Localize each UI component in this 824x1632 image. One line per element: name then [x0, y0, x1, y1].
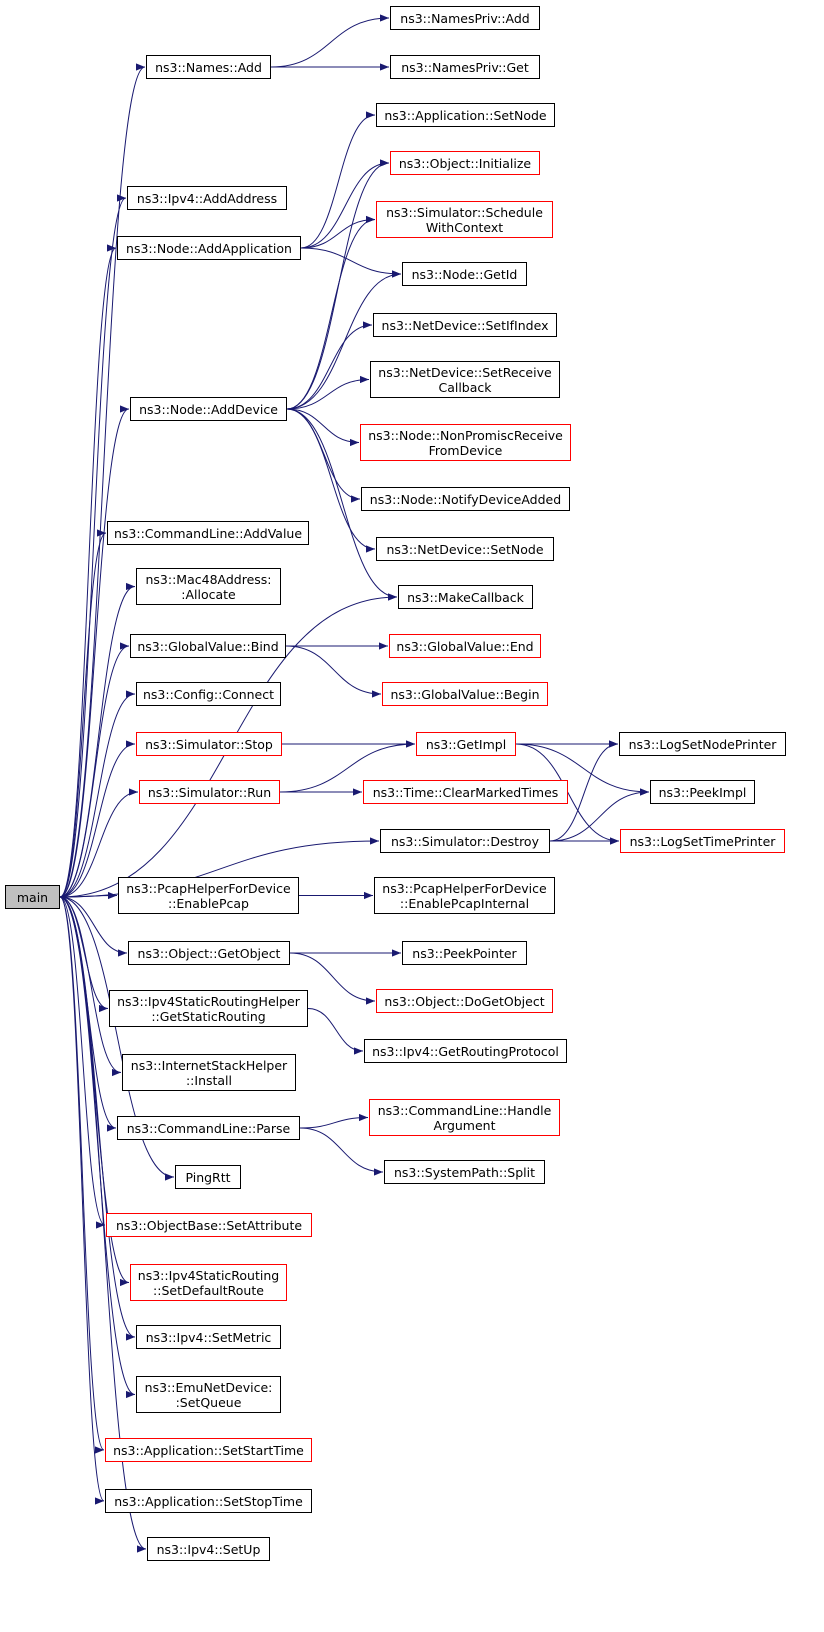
- node-ipv4-setmetric[interactable]: ns3::Ipv4::SetMetric: [136, 1325, 281, 1349]
- edge-node-addapp-to-app-setnode: [300, 111, 376, 249]
- node-ipv4-addaddress[interactable]: ns3::Ipv4::AddAddress: [127, 186, 287, 210]
- node-node-notify[interactable]: ns3::Node::NotifyDeviceAdded: [361, 487, 570, 511]
- edge-main-to-pingrtt: [59, 896, 175, 1181]
- node-makecallback[interactable]: ns3::MakeCallback: [398, 585, 533, 609]
- edge-node-adddevice-to-nd-setreceive: [286, 375, 370, 410]
- edge-main-to-gv-bind: [59, 642, 130, 898]
- edge-main-to-node-adddevice: [59, 405, 130, 898]
- node-peekpointer[interactable]: ns3::PeekPointer: [402, 941, 527, 965]
- edge-main-to-cl-addvalue: [59, 529, 107, 898]
- edge-node-addapp-to-sim-schedule: [300, 215, 376, 249]
- node-sim-schedule[interactable]: ns3::Simulator::Schedule WithContext: [376, 201, 553, 238]
- node-ipv4-getrouting[interactable]: ns3::Ipv4::GetRoutingProtocol: [364, 1039, 567, 1063]
- node-names-add[interactable]: ns3::Names::Add: [146, 55, 271, 79]
- node-logsetnodeprinter[interactable]: ns3::LogSetNodePrinter: [619, 732, 786, 756]
- edge-main-to-ipv4srh-getstatic: [59, 896, 109, 1013]
- node-sim-destroy[interactable]: ns3::Simulator::Destroy: [380, 829, 550, 853]
- node-gv-bind[interactable]: ns3::GlobalValue::Bind: [130, 634, 286, 658]
- node-gv-begin[interactable]: ns3::GlobalValue::Begin: [382, 682, 548, 706]
- node-app-setstop[interactable]: ns3::Application::SetStopTime: [105, 1489, 312, 1513]
- node-namespriv-get[interactable]: ns3::NamesPriv::Get: [390, 55, 540, 79]
- edge-obj-getobject-to-obj-dogetobject: [289, 952, 376, 1005]
- edge-sim-destroy-to-peekimpl: [549, 788, 650, 842]
- edge-cl-parse-to-cl-handlearg: [299, 1113, 369, 1129]
- edge-main-to-node-addapp: [59, 244, 117, 898]
- edge-getimpl-to-peekimpl: [515, 743, 650, 796]
- node-node-adddevice[interactable]: ns3::Node::AddDevice: [130, 397, 287, 421]
- edge-main-to-config-connect: [59, 690, 136, 898]
- node-node-nonpromisc[interactable]: ns3::Node::NonPromiscReceive FromDevice: [360, 424, 571, 461]
- node-obj-dogetobject[interactable]: ns3::Object::DoGetObject: [376, 989, 553, 1013]
- node-objbase-setattr[interactable]: ns3::ObjectBase::SetAttribute: [106, 1213, 312, 1237]
- edge-main-to-pcap-enable: [59, 891, 118, 900]
- edge-main-to-obj-getobject: [59, 896, 128, 957]
- node-cl-addvalue[interactable]: ns3::CommandLine::AddValue: [107, 521, 309, 545]
- edge-names-add-to-namespriv-add: [270, 14, 390, 68]
- node-cl-parse[interactable]: ns3::CommandLine::Parse: [117, 1116, 300, 1140]
- node-getimpl[interactable]: ns3::GetImpl: [416, 732, 516, 756]
- edge-main-to-sim-stop: [59, 740, 136, 898]
- edge-node-adddevice-to-makecallback: [286, 408, 398, 601]
- node-nd-setnode[interactable]: ns3::NetDevice::SetNode: [376, 537, 554, 561]
- node-peekimpl[interactable]: ns3::PeekImpl: [650, 780, 755, 804]
- node-app-setnode[interactable]: ns3::Application::SetNode: [376, 103, 555, 127]
- edge-node-addapp-to-obj-initialize: [300, 159, 390, 249]
- node-namespriv-add[interactable]: ns3::NamesPriv::Add: [390, 6, 540, 30]
- edge-node-adddevice-to-node-nonpromisc: [286, 408, 360, 447]
- edge-sim-run-to-getimpl: [279, 740, 416, 793]
- edge-main-to-objbase-setattr: [59, 896, 106, 1229]
- node-nd-setreceive[interactable]: ns3::NetDevice::SetReceive Callback: [370, 361, 560, 398]
- node-mac48-allocate[interactable]: ns3::Mac48Address: :Allocate: [136, 568, 281, 605]
- node-config-connect[interactable]: ns3::Config::Connect: [136, 682, 281, 706]
- node-gv-end[interactable]: ns3::GlobalValue::End: [389, 634, 541, 658]
- edge-sim-destroy-to-logsetnodeprinter: [549, 740, 619, 842]
- node-node-getid[interactable]: ns3::Node::GetId: [402, 262, 527, 286]
- node-ipv4srh-getstatic[interactable]: ns3::Ipv4StaticRoutingHelper ::GetStatic…: [109, 990, 308, 1027]
- edge-main-to-ipv4-setmetric: [59, 896, 136, 1341]
- edge-ipv4srh-getstatic-to-ipv4-getrouting: [307, 1008, 364, 1055]
- edge-main-to-app-setstop: [59, 896, 105, 1505]
- node-ish-install[interactable]: ns3::InternetStackHelper ::Install: [122, 1054, 296, 1091]
- edge-main-to-sim-run: [59, 788, 139, 898]
- edge-main-to-app-setstart: [59, 896, 105, 1454]
- node-sim-run[interactable]: ns3::Simulator::Run: [139, 780, 280, 804]
- node-time-clearmarked[interactable]: ns3::Time::ClearMarkedTimes: [363, 780, 568, 804]
- node-main[interactable]: main: [5, 885, 60, 909]
- node-logsettimeprinter[interactable]: ns3::LogSetTimePrinter: [620, 829, 785, 853]
- node-pcap-enableinternal[interactable]: ns3::PcapHelperForDevice ::EnablePcapInt…: [374, 877, 555, 914]
- node-pcap-enable[interactable]: ns3::PcapHelperForDevice ::EnablePcap: [118, 877, 299, 914]
- node-ipv4-setup[interactable]: ns3::Ipv4::SetUp: [147, 1537, 270, 1561]
- node-sim-stop[interactable]: ns3::Simulator::Stop: [136, 732, 282, 756]
- node-obj-initialize[interactable]: ns3::Object::Initialize: [390, 151, 540, 175]
- edge-node-adddevice-to-nd-setifindex: [286, 321, 373, 410]
- edge-node-adddevice-to-nd-setnode: [286, 408, 376, 553]
- edge-node-adddevice-to-sim-schedule: [286, 215, 376, 410]
- node-emu-setqueue[interactable]: ns3::EmuNetDevice: :SetQueue: [136, 1376, 281, 1413]
- node-cl-handlearg[interactable]: ns3::CommandLine::Handle Argument: [369, 1099, 560, 1136]
- node-app-setstart[interactable]: ns3::Application::SetStartTime: [105, 1438, 312, 1462]
- edge-gv-bind-to-gv-begin: [285, 645, 382, 698]
- node-node-addapp[interactable]: ns3::Node::AddApplication: [117, 236, 301, 260]
- node-syspath-split[interactable]: ns3::SystemPath::Split: [384, 1160, 545, 1184]
- edge-cl-parse-to-syspath-split: [299, 1127, 384, 1176]
- node-ipv4sr-setdefault[interactable]: ns3::Ipv4StaticRouting ::SetDefaultRoute: [130, 1264, 287, 1301]
- edge-node-addapp-to-node-getid: [300, 247, 402, 278]
- node-pingrtt[interactable]: PingRtt: [175, 1165, 241, 1189]
- edge-main-to-ish-install: [59, 896, 122, 1077]
- edge-main-to-ipv4-addaddress: [59, 194, 127, 898]
- node-nd-setifindex[interactable]: ns3::NetDevice::SetIfIndex: [373, 313, 557, 337]
- node-obj-getobject[interactable]: ns3::Object::GetObject: [128, 941, 290, 965]
- edge-main-to-names-add: [59, 63, 146, 898]
